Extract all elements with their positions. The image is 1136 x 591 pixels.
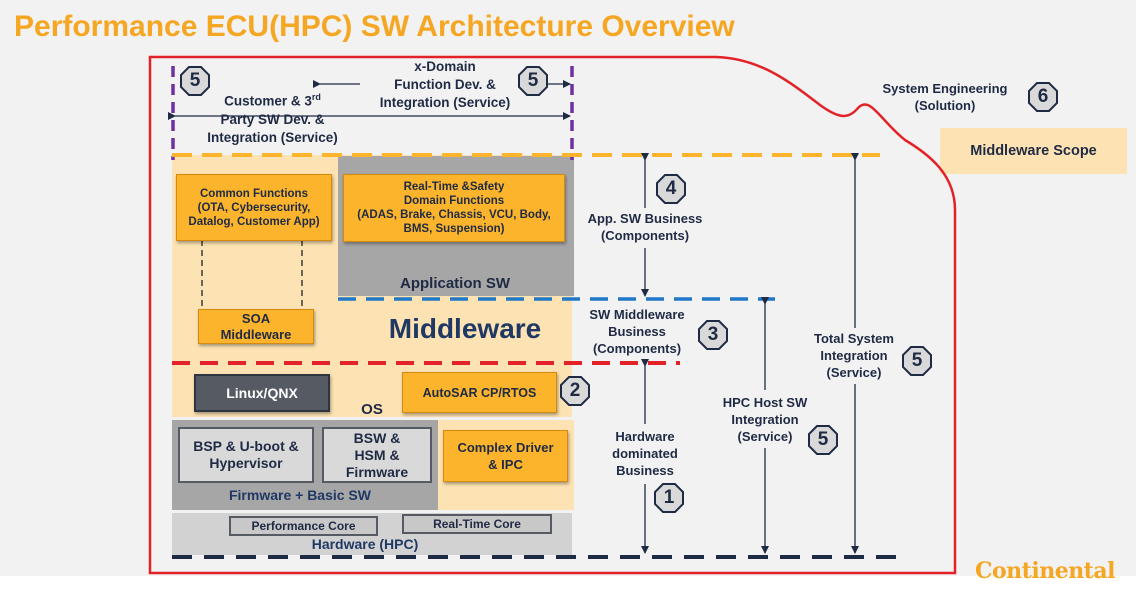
system-scope-outline: [148, 55, 957, 575]
firmware-basic-label: Firmware + Basic SW: [228, 487, 371, 503]
customer-dev-label: Customer & 3rd Party SW Dev. & Integrati…: [207, 92, 338, 145]
autosar-block: AutoSAR CP/RTOS: [402, 372, 557, 413]
bsw-block: BSW & HSM & Firmware: [322, 427, 432, 483]
badge-autosar: 2: [560, 376, 590, 406]
continental-logo: Continental: [975, 558, 1115, 584]
app-sw-business-label: App. SW Business (Components): [587, 211, 703, 243]
badge-hardware: 1: [654, 483, 684, 513]
hardware-label: Hardware (HPC): [311, 536, 419, 552]
badge-middleware: 3: [698, 320, 728, 350]
badge-hpc-host: 5: [808, 425, 838, 455]
application-sw-label: Application SW: [400, 275, 510, 292]
sw-middleware-business-label: SW Middleware Business (Components): [589, 307, 685, 356]
badge-top-left: 5: [180, 66, 210, 96]
middleware-scope-label: Middleware Scope: [970, 143, 1097, 159]
realtime-core-block: Real-Time Core: [402, 514, 552, 534]
xdomain-label: x-Domain Function Dev. & Integration (Se…: [360, 58, 530, 112]
hpc-host-label: HPC Host SW Integration (Service): [722, 395, 808, 444]
common-functions-block: Common Functions (OTA, Cybersecurity, Da…: [176, 174, 332, 241]
badge-app: 4: [656, 174, 686, 204]
linux-qnx-block: Linux/QNX: [194, 374, 330, 412]
app-business-mask: [578, 208, 712, 248]
system-engineering-label: System Engineering (Solution): [882, 81, 1008, 113]
performance-core-block: Performance Core: [229, 516, 378, 536]
soa-middleware-block: SOA Middleware: [198, 309, 314, 344]
footer-bar: [0, 576, 1136, 591]
bsp-block: BSP & U-boot & Hypervisor: [178, 427, 314, 483]
badge-system-engineering: 6: [1028, 82, 1058, 112]
middleware-scope-legend: Middleware Scope: [940, 128, 1127, 174]
page-title: Performance ECU(HPC) SW Architecture Ove…: [14, 10, 735, 43]
hpc-host-mask: [714, 390, 816, 448]
badge-total-system: 5: [902, 346, 932, 376]
realtime-functions-block: Real-Time &Safety Domain Functions (ADAS…: [343, 174, 565, 242]
complex-driver-block: Complex Driver & IPC: [443, 430, 568, 482]
total-system-mask: [806, 328, 902, 384]
hardware-business-mask: [600, 424, 690, 484]
total-system-label: Total System Integration (Service): [814, 331, 894, 380]
badge-top-mid: 5: [518, 66, 548, 96]
os-label: OS: [361, 401, 383, 418]
hardware-business-label: Hardware dominated Business: [612, 429, 678, 478]
middleware-label: Middleware: [388, 313, 542, 344]
